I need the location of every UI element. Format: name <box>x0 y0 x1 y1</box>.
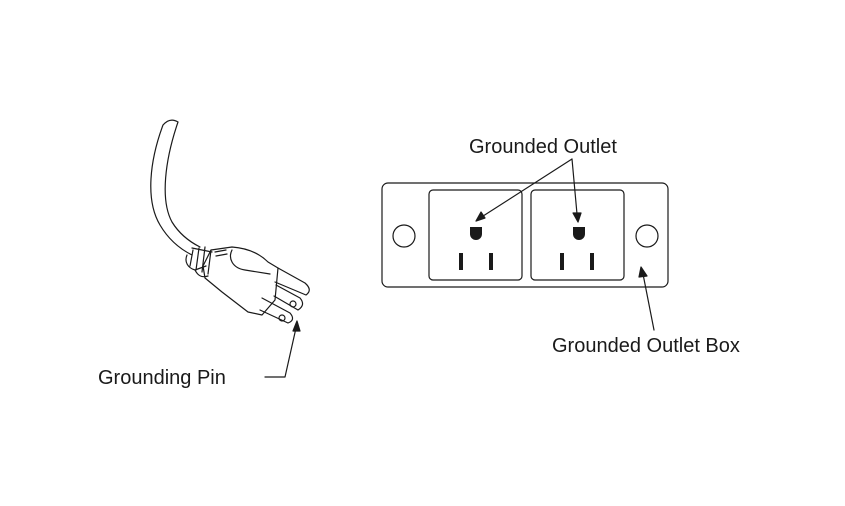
slot <box>590 253 594 270</box>
grounded-outlet-label: Grounded Outlet <box>469 136 617 158</box>
plug-body <box>202 246 279 316</box>
mounting-hole-right <box>635 224 659 248</box>
ground-hole <box>470 227 482 240</box>
outlet-left <box>428 189 523 281</box>
grounding-pin-prong <box>273 284 304 311</box>
outlet-box-illustration <box>381 158 669 331</box>
mounting-hole-left <box>392 224 416 248</box>
power-plug-illustration <box>150 119 310 378</box>
slot <box>459 253 463 270</box>
grounding-pin-label: Grounding Pin <box>98 367 226 389</box>
ground-hole <box>573 227 585 240</box>
slot <box>489 253 493 270</box>
prongs <box>259 267 310 324</box>
outlet-box-plate <box>381 182 669 288</box>
outlet-right <box>530 189 625 281</box>
outlet-box-arrow <box>638 266 655 331</box>
grounded-outlet-box-label: Grounded Outlet Box <box>552 335 740 357</box>
grounded-outlet-arrows <box>475 158 582 223</box>
strain-relief <box>185 246 228 278</box>
slot <box>560 253 564 270</box>
grounding-pin-arrowhead <box>292 320 301 332</box>
power-cord <box>150 119 201 256</box>
grounding-pin-leader <box>264 327 297 378</box>
